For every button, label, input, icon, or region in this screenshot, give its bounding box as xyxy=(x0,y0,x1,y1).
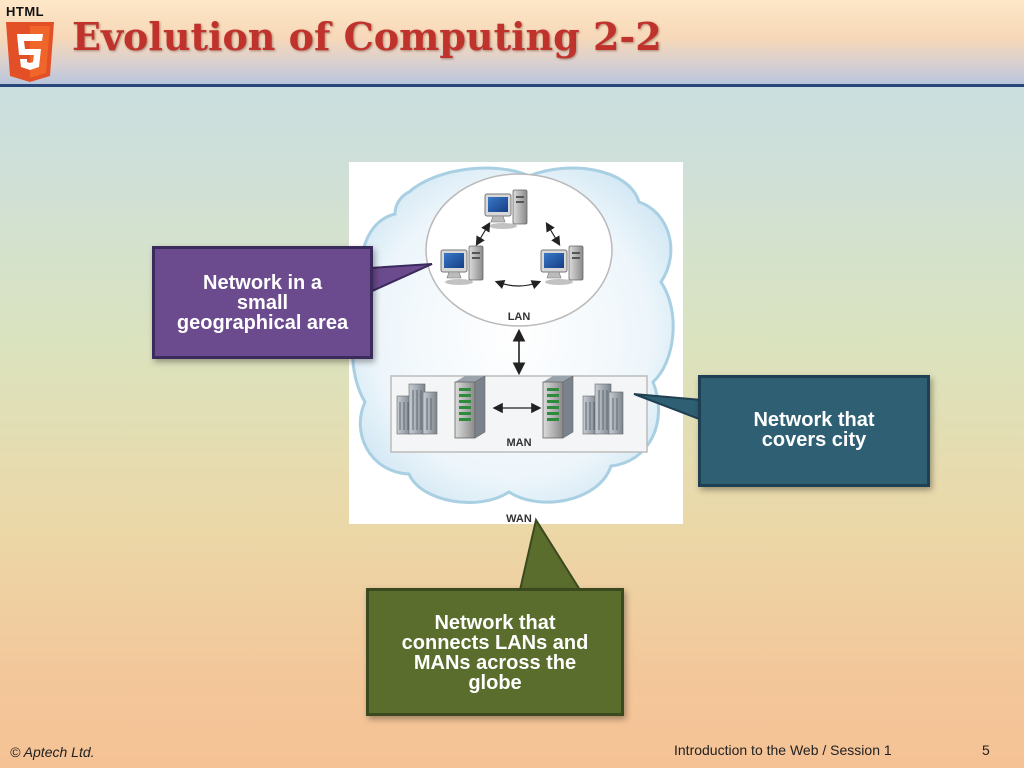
lan-link-arrow xyxy=(494,279,542,290)
slide-title: Evolution of Computing 2-2 xyxy=(72,14,662,59)
wan-callout-line: Network that xyxy=(434,612,556,634)
course-session-text: Introduction to the Web / Session 1 xyxy=(674,742,892,758)
server-icon xyxy=(542,375,574,439)
lan-callout-line: geographical area xyxy=(176,312,349,334)
lan-callout-line: Network in a xyxy=(203,272,322,294)
header-divider xyxy=(0,84,1024,87)
man-callout-line: Network that xyxy=(753,409,875,431)
lan-callout: Network in a small geographical area xyxy=(152,246,373,359)
wan-callout-line: connects LANs and xyxy=(401,632,589,654)
man-callout-line: covers city xyxy=(761,429,867,451)
lan-ellipse xyxy=(425,173,613,327)
wan-callout: Network that connects LANs and MANs acro… xyxy=(366,588,624,716)
html5-logo-icon xyxy=(6,22,54,82)
lan-link-arrow xyxy=(475,221,491,247)
wan-callout-line: globe xyxy=(468,672,522,694)
slide-header xyxy=(0,0,1024,84)
lan-label: LAN xyxy=(508,311,531,323)
wan-callout-line: MANs across the xyxy=(413,652,577,674)
html5-logo-text: HTML xyxy=(6,4,45,19)
copyright-text: © Aptech Ltd. xyxy=(10,744,95,760)
server-icon xyxy=(454,375,486,439)
lan-link-arrow xyxy=(545,221,561,247)
man-callout: Network that covers city xyxy=(698,375,930,487)
man-label: MAN xyxy=(506,437,531,449)
wan-callout-pointer xyxy=(518,517,582,591)
wan-label: WAN xyxy=(506,513,532,524)
network-diagram: LAN MAN WAN xyxy=(349,162,683,524)
slide-number: 5 xyxy=(982,742,990,758)
lan-callout-line: small xyxy=(236,292,289,314)
